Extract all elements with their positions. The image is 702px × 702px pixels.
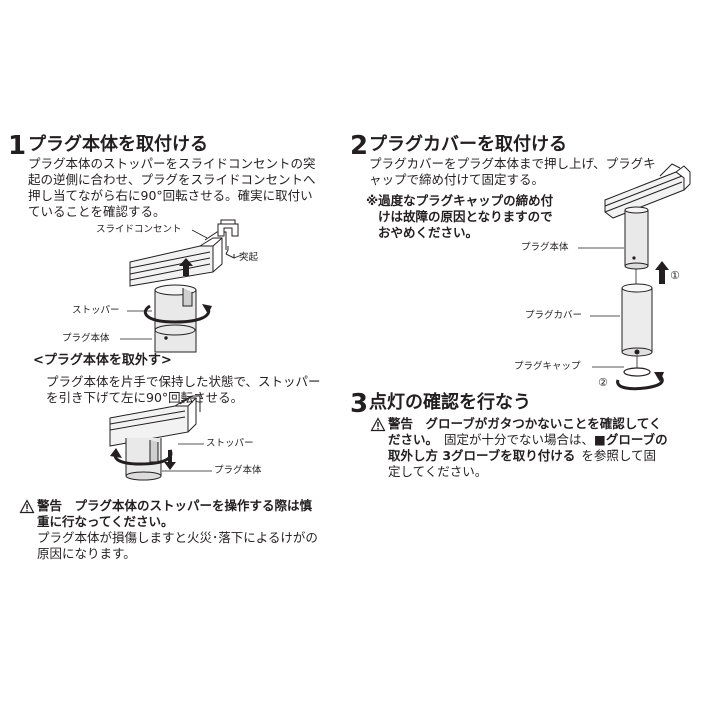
step3-warning-text: 固定が十分でない場合は、 xyxy=(444,432,595,447)
step3-warning-bold: 警告 グローブがガタつかないことを確認してく xyxy=(388,416,662,431)
step2-title: プラグカバーを取付ける xyxy=(369,134,567,155)
step3-warning-text: 定してください。 xyxy=(388,464,488,479)
step1-number: 1 xyxy=(8,131,27,161)
label-stopper: ストッパー xyxy=(72,305,120,316)
step1-body-line: 押し当てながら右に90°回転させる。確実に取付い xyxy=(28,188,313,203)
label-slide-outlet: スライドコンセント xyxy=(96,224,182,235)
step1-body-line: プラグ本体のストッパーをスライドコンセントの突 xyxy=(28,156,316,171)
step3-warning: 警告 グローブがガタつかないことを確認してく ださい。固定が十分でない場合は、■… xyxy=(388,416,668,480)
removal-heading: <プラグ本体を取外す> xyxy=(33,353,172,368)
removal-label-plug-body: プラグ本体 xyxy=(214,465,262,476)
step1-body: プラグ本体のストッパーをスライドコンセントの突 起の逆側に合わせ、プラグをスライ… xyxy=(28,156,338,220)
step2-body-line: プラグカバーをプラグ本体まで押し上げ、プラグキ xyxy=(369,156,656,171)
step2-note-line: おやめください。 xyxy=(378,225,479,240)
step2-label-plug-cap: プラグキャップ xyxy=(514,361,581,372)
step2-body: プラグカバーをプラグ本体まで押し上げ、プラグキ ャップで締め付けて固定する。 xyxy=(369,156,656,188)
removal-body-line: を引き下げて左に90°回転させる。 xyxy=(46,390,244,405)
warning1-icon xyxy=(19,499,35,514)
warning1-line: プラグ本体が損傷しますと火災･落下によるけがの xyxy=(37,530,318,545)
step2-number: 2 xyxy=(350,131,369,161)
step2-label-plug-cover: プラグカバー xyxy=(525,310,583,321)
warning3-icon xyxy=(370,417,386,432)
removal-body-line: プラグ本体を片手で保持した状態で、ストッパー xyxy=(46,374,321,389)
step2-note: ※過度なプラグキャップの締め付 けは故障の原因となりますので おやめください。 xyxy=(366,193,553,241)
step3-warning-text: を参照して固 xyxy=(581,448,656,463)
warning1-text: 警告 プラグ本体のストッパーを操作する際は慎 重に行なってください。 プラグ本体… xyxy=(37,498,318,562)
step1-body-line: 起の逆側に合わせ、プラグをスライドコンセントへ xyxy=(28,172,316,187)
step1-title: プラグ本体を取付ける xyxy=(28,134,208,155)
step1-body-line: ていることを確認する。 xyxy=(28,204,166,219)
step2-arrow1-label: ① xyxy=(670,269,680,282)
step3-title: 点灯の確認を行なう xyxy=(369,392,531,413)
step2-note-line: けは故障の原因となりますので xyxy=(378,209,553,224)
step2-note-line: ※過度なプラグキャップの締め付 xyxy=(366,193,554,208)
label-plug-body: プラグ本体 xyxy=(62,333,110,344)
warning1-bold-line: 警告 プラグ本体のストッパーを操作する際は慎 xyxy=(37,498,313,513)
removal-body: プラグ本体を片手で保持した状態で、ストッパー を引き下げて左に90°回転させる。 xyxy=(46,374,321,406)
warning1-line: 原因になります。 xyxy=(37,546,136,561)
step2-arrow2-label: ② xyxy=(598,376,608,389)
step3-warning-bold: ださい。 xyxy=(388,432,439,447)
step2-body-line: ャップで締め付けて固定する。 xyxy=(369,172,545,187)
warning1-bold-line: 重に行なってください。 xyxy=(37,514,174,529)
step2-label-plug-body: プラグ本体 xyxy=(521,242,569,253)
step3-number: 3 xyxy=(350,389,369,419)
removal-label-stopper: ストッパー xyxy=(206,438,254,449)
label-protrusion: 突起 xyxy=(239,252,259,263)
step3-warning-bold: ■グローブの xyxy=(594,432,668,447)
step3-warning-bold: 取外し方 3グローブを取り付ける xyxy=(388,448,576,463)
